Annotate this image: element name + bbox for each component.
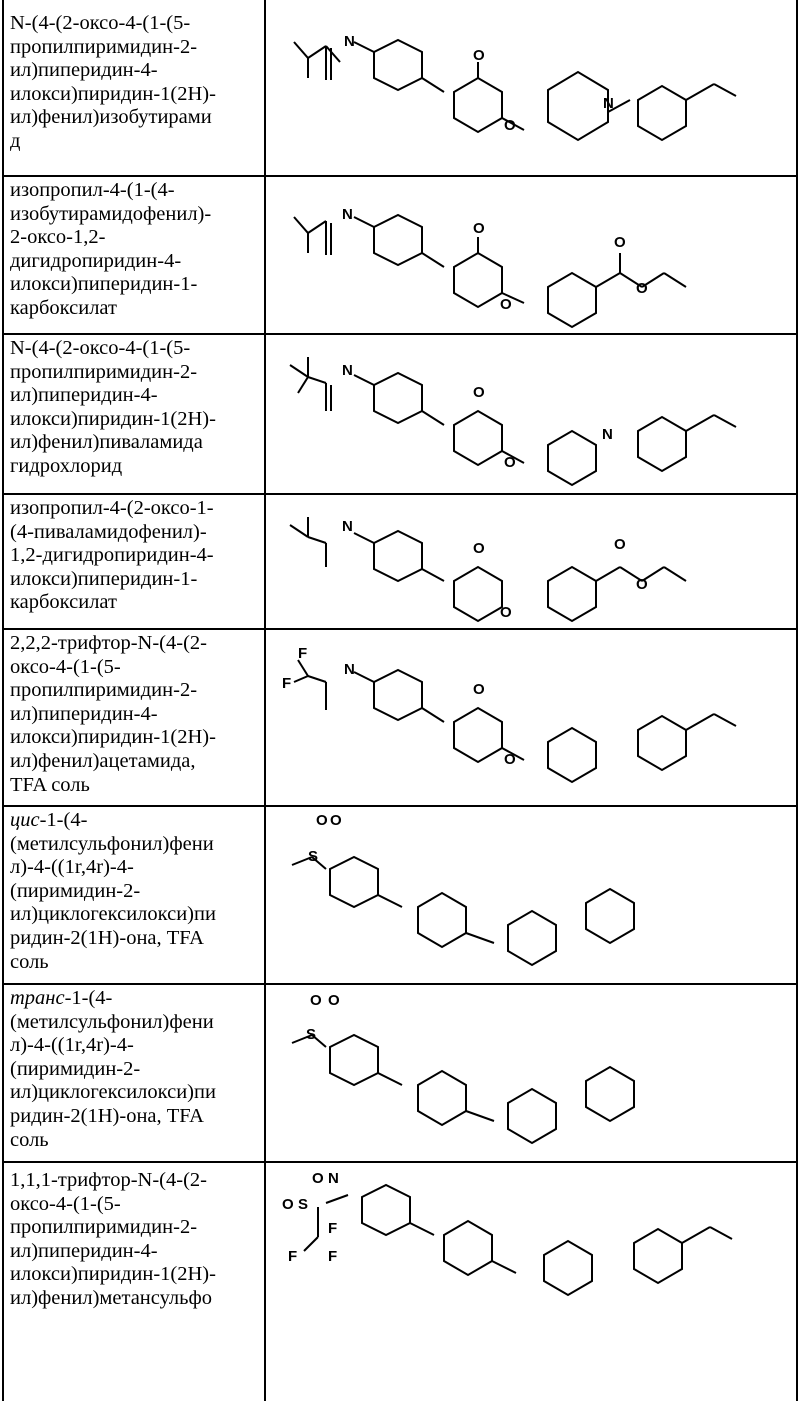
compound-name: 1,1,1-трифтор-N-(4-(2- оксо-4-(1-(5- про…	[10, 1169, 260, 1311]
atom-o-ether: O	[504, 751, 516, 768]
table-row: N-(4-(2-оксо-4-(1-(5- пропилпиримидин-2-…	[4, 335, 796, 495]
atom-nh: N	[344, 661, 355, 678]
table-row: 2,2,2-трифтор-N-(4-(2- оксо-4-(1-(5- про…	[4, 630, 796, 807]
structure-pivaloyl-pyrimidine: N O O N	[268, 335, 796, 493]
atom-o-ester: O	[636, 576, 648, 593]
structure-sulfonamide-pyrimidine: O S O N F F F	[268, 1163, 796, 1401]
atom-f: F	[288, 1248, 297, 1265]
column-divider	[264, 177, 266, 333]
structure-amide-pyrimidine: N O O N	[268, 0, 796, 175]
atom-o: O	[330, 812, 342, 829]
atom-nh: N	[344, 33, 355, 50]
column-divider	[264, 1163, 266, 1401]
atom-o-carbonyl: O	[614, 536, 626, 553]
atom-f: F	[328, 1248, 337, 1265]
stereo-prefix: транс	[10, 987, 65, 1009]
table-row: N-(4-(2-оксо-4-(1-(5- пропилпиримидин-2-…	[4, 0, 796, 177]
column-divider	[264, 807, 266, 983]
table-row: цис-1-(4- (метилсульфонил)фени л)-4-((1r…	[4, 807, 796, 985]
atom-o: O	[312, 1170, 324, 1187]
atom-f: F	[328, 1220, 337, 1237]
atom-s: S	[308, 848, 318, 865]
structure-amide-carbamate: N O O O O	[268, 177, 796, 333]
atom-o-carbonyl: O	[614, 234, 626, 251]
atom-f: F	[282, 675, 291, 692]
atom-o-ether: O	[504, 454, 516, 471]
compound-name: N-(4-(2-оксо-4-(1-(5- пропилпиримидин-2-…	[10, 12, 260, 154]
structure-trans-cyclohexyl: O O S	[268, 985, 796, 1161]
column-divider	[264, 630, 266, 805]
compound-name: 2,2,2-трифтор-N-(4-(2- оксо-4-(1-(5- про…	[10, 632, 260, 797]
table-row: изопропил-4-(2-оксо-1- (4-пиваламидофени…	[4, 495, 796, 630]
atom-o-ester: O	[636, 280, 648, 297]
atom-o: O	[473, 540, 485, 557]
atom-o: O	[328, 992, 340, 1009]
atom-o: O	[473, 384, 485, 401]
atom-o: O	[282, 1196, 294, 1213]
table-row: транс-1-(4- (метилсульфонил)фени л)-4-((…	[4, 985, 796, 1163]
atom-o: O	[316, 812, 328, 829]
compound-name-rest: -1-(4- (метилсульфонил)фени л)-4-((1r,4r…	[10, 809, 216, 973]
column-divider	[264, 495, 266, 628]
atom-n: N	[603, 95, 614, 112]
atom-nh: N	[328, 1170, 339, 1187]
atom-n: N	[602, 426, 613, 443]
table-row: изопропил-4-(1-(4- изобутирамидофенил)- …	[4, 177, 796, 335]
atom-nh: N	[342, 206, 353, 223]
structure-cis-cyclohexyl: O O S	[268, 807, 796, 983]
atom-o-ether: O	[500, 296, 512, 313]
column-divider	[264, 0, 266, 175]
column-divider	[264, 985, 266, 1161]
atom-nh: N	[342, 362, 353, 379]
compound-name: N-(4-(2-оксо-4-(1-(5- пропилпиримидин-2-…	[10, 337, 260, 479]
compound-name-rest: -1-(4- (метилсульфонил)фени л)-4-((1r,4r…	[10, 987, 216, 1151]
compound-name: изопропил-4-(2-оксо-1- (4-пиваламидофени…	[10, 497, 260, 615]
compound-name: цис-1-(4- (метилсульфонил)фени л)-4-((1r…	[10, 809, 260, 974]
column-divider	[264, 335, 266, 493]
atom-s: S	[306, 1026, 316, 1043]
atom-o: O	[310, 992, 322, 1009]
atom-o-ether: O	[500, 604, 512, 621]
table-row: 1,1,1-трифтор-N-(4-(2- оксо-4-(1-(5- про…	[4, 1163, 796, 1401]
compound-name: изопропил-4-(1-(4- изобутирамидофенил)- …	[10, 179, 260, 321]
stereo-prefix: цис	[10, 809, 40, 831]
atom-o: O	[473, 681, 485, 698]
atom-o: O	[473, 47, 485, 64]
atom-f: F	[298, 645, 307, 662]
compound-name: транс-1-(4- (метилсульфонил)фени л)-4-((…	[10, 987, 260, 1152]
atom-s: S	[298, 1196, 308, 1213]
atom-nh: N	[342, 518, 353, 535]
atom-o: O	[473, 220, 485, 237]
structure-pivaloyl-carbamate: N O O O O	[268, 495, 796, 628]
structure-trifluoroacetyl-pyrimidine: F F N O O	[268, 630, 796, 805]
atom-o-ether: O	[504, 117, 516, 134]
